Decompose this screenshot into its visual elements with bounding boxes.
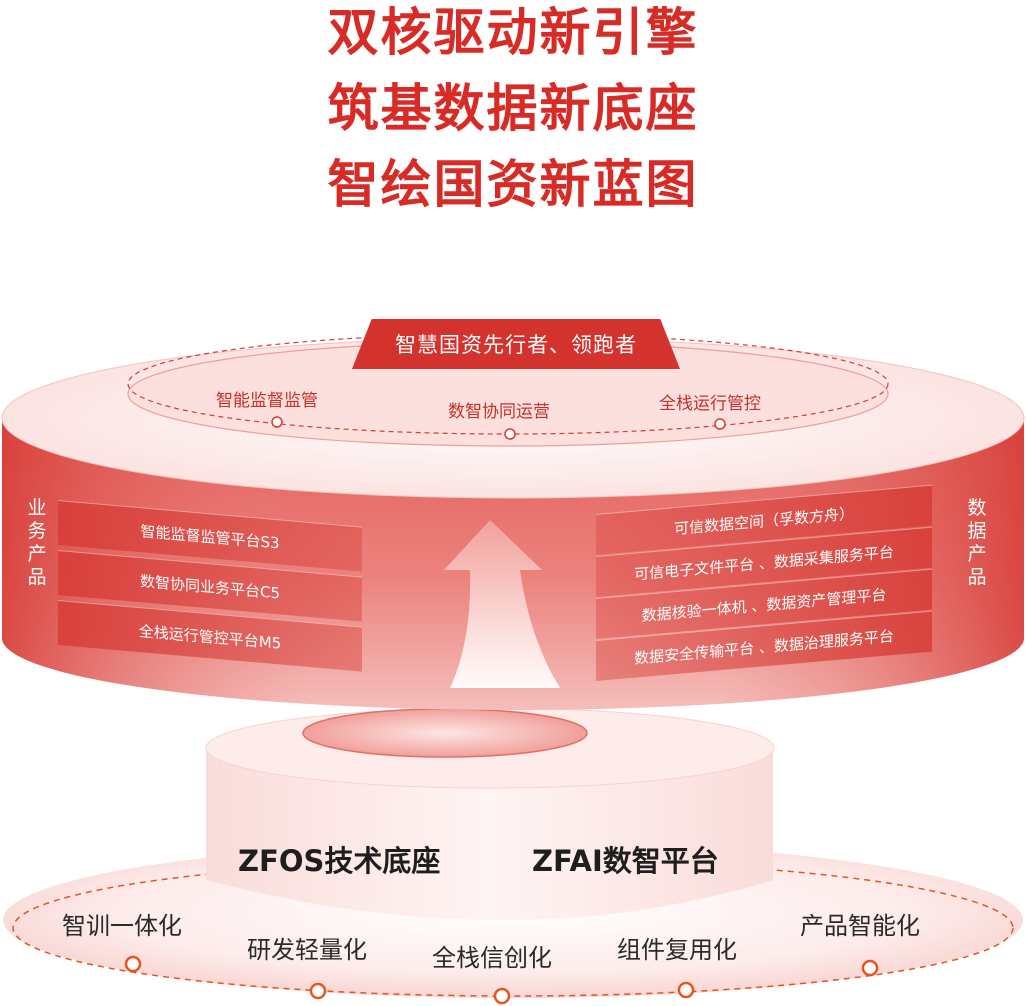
- top-tag: 智慧国资先行者、领跑者: [352, 319, 680, 369]
- pillar-disc: [302, 708, 588, 758]
- ring-dot-1: [271, 416, 283, 428]
- data-products-list: 可信数据空间（孚数方舟） 可信电子文件平台 、数据采集服务平台 数据核验一体机 …: [596, 477, 932, 682]
- ring-label-supervision: 智能监督监管: [216, 391, 318, 411]
- upward-arrow-icon: [444, 520, 560, 688]
- headline-line-3: 智绘国资新蓝图: [327, 156, 699, 215]
- base-label-xinchuang: 全栈信创化: [432, 944, 552, 972]
- core-title-zfos: ZFOS技术底座: [238, 844, 441, 878]
- ring-dot-3: [714, 418, 726, 430]
- data-products-title: 数 据 产 品: [967, 497, 987, 588]
- ring-dot-2: [504, 428, 516, 440]
- base-label-reuse: 组件复用化: [617, 936, 737, 964]
- headline-line-2: 筑基数据新底座: [327, 80, 699, 139]
- base-label-intelligent: 产品智能化: [800, 912, 920, 940]
- base-dot-1: [124, 955, 142, 973]
- base-dot-4: [677, 981, 695, 999]
- base-label-rd: 研发轻量化: [247, 936, 367, 964]
- business-products-list: 智能监督监管平台S3 数智协同业务平台C5 全栈运行管控平台M5: [58, 490, 362, 685]
- ring-label-collaboration: 数智协同运营: [448, 402, 550, 422]
- ring-label-operation: 全栈运行管控: [659, 394, 761, 414]
- base-dot-5: [861, 959, 879, 977]
- base-dot-3: [493, 987, 511, 1005]
- base-dot-2: [309, 982, 327, 1000]
- core-pillar: [206, 748, 773, 920]
- top-tag-text: 智慧国资先行者、领跑者: [395, 333, 637, 357]
- base-label-training: 智训一体化: [62, 912, 182, 940]
- headline-line-1: 双核驱动新引擎: [327, 4, 699, 63]
- business-products-title: 业 务 产 品: [27, 497, 47, 588]
- core-title-zfai: ZFAI数智平台: [532, 844, 719, 878]
